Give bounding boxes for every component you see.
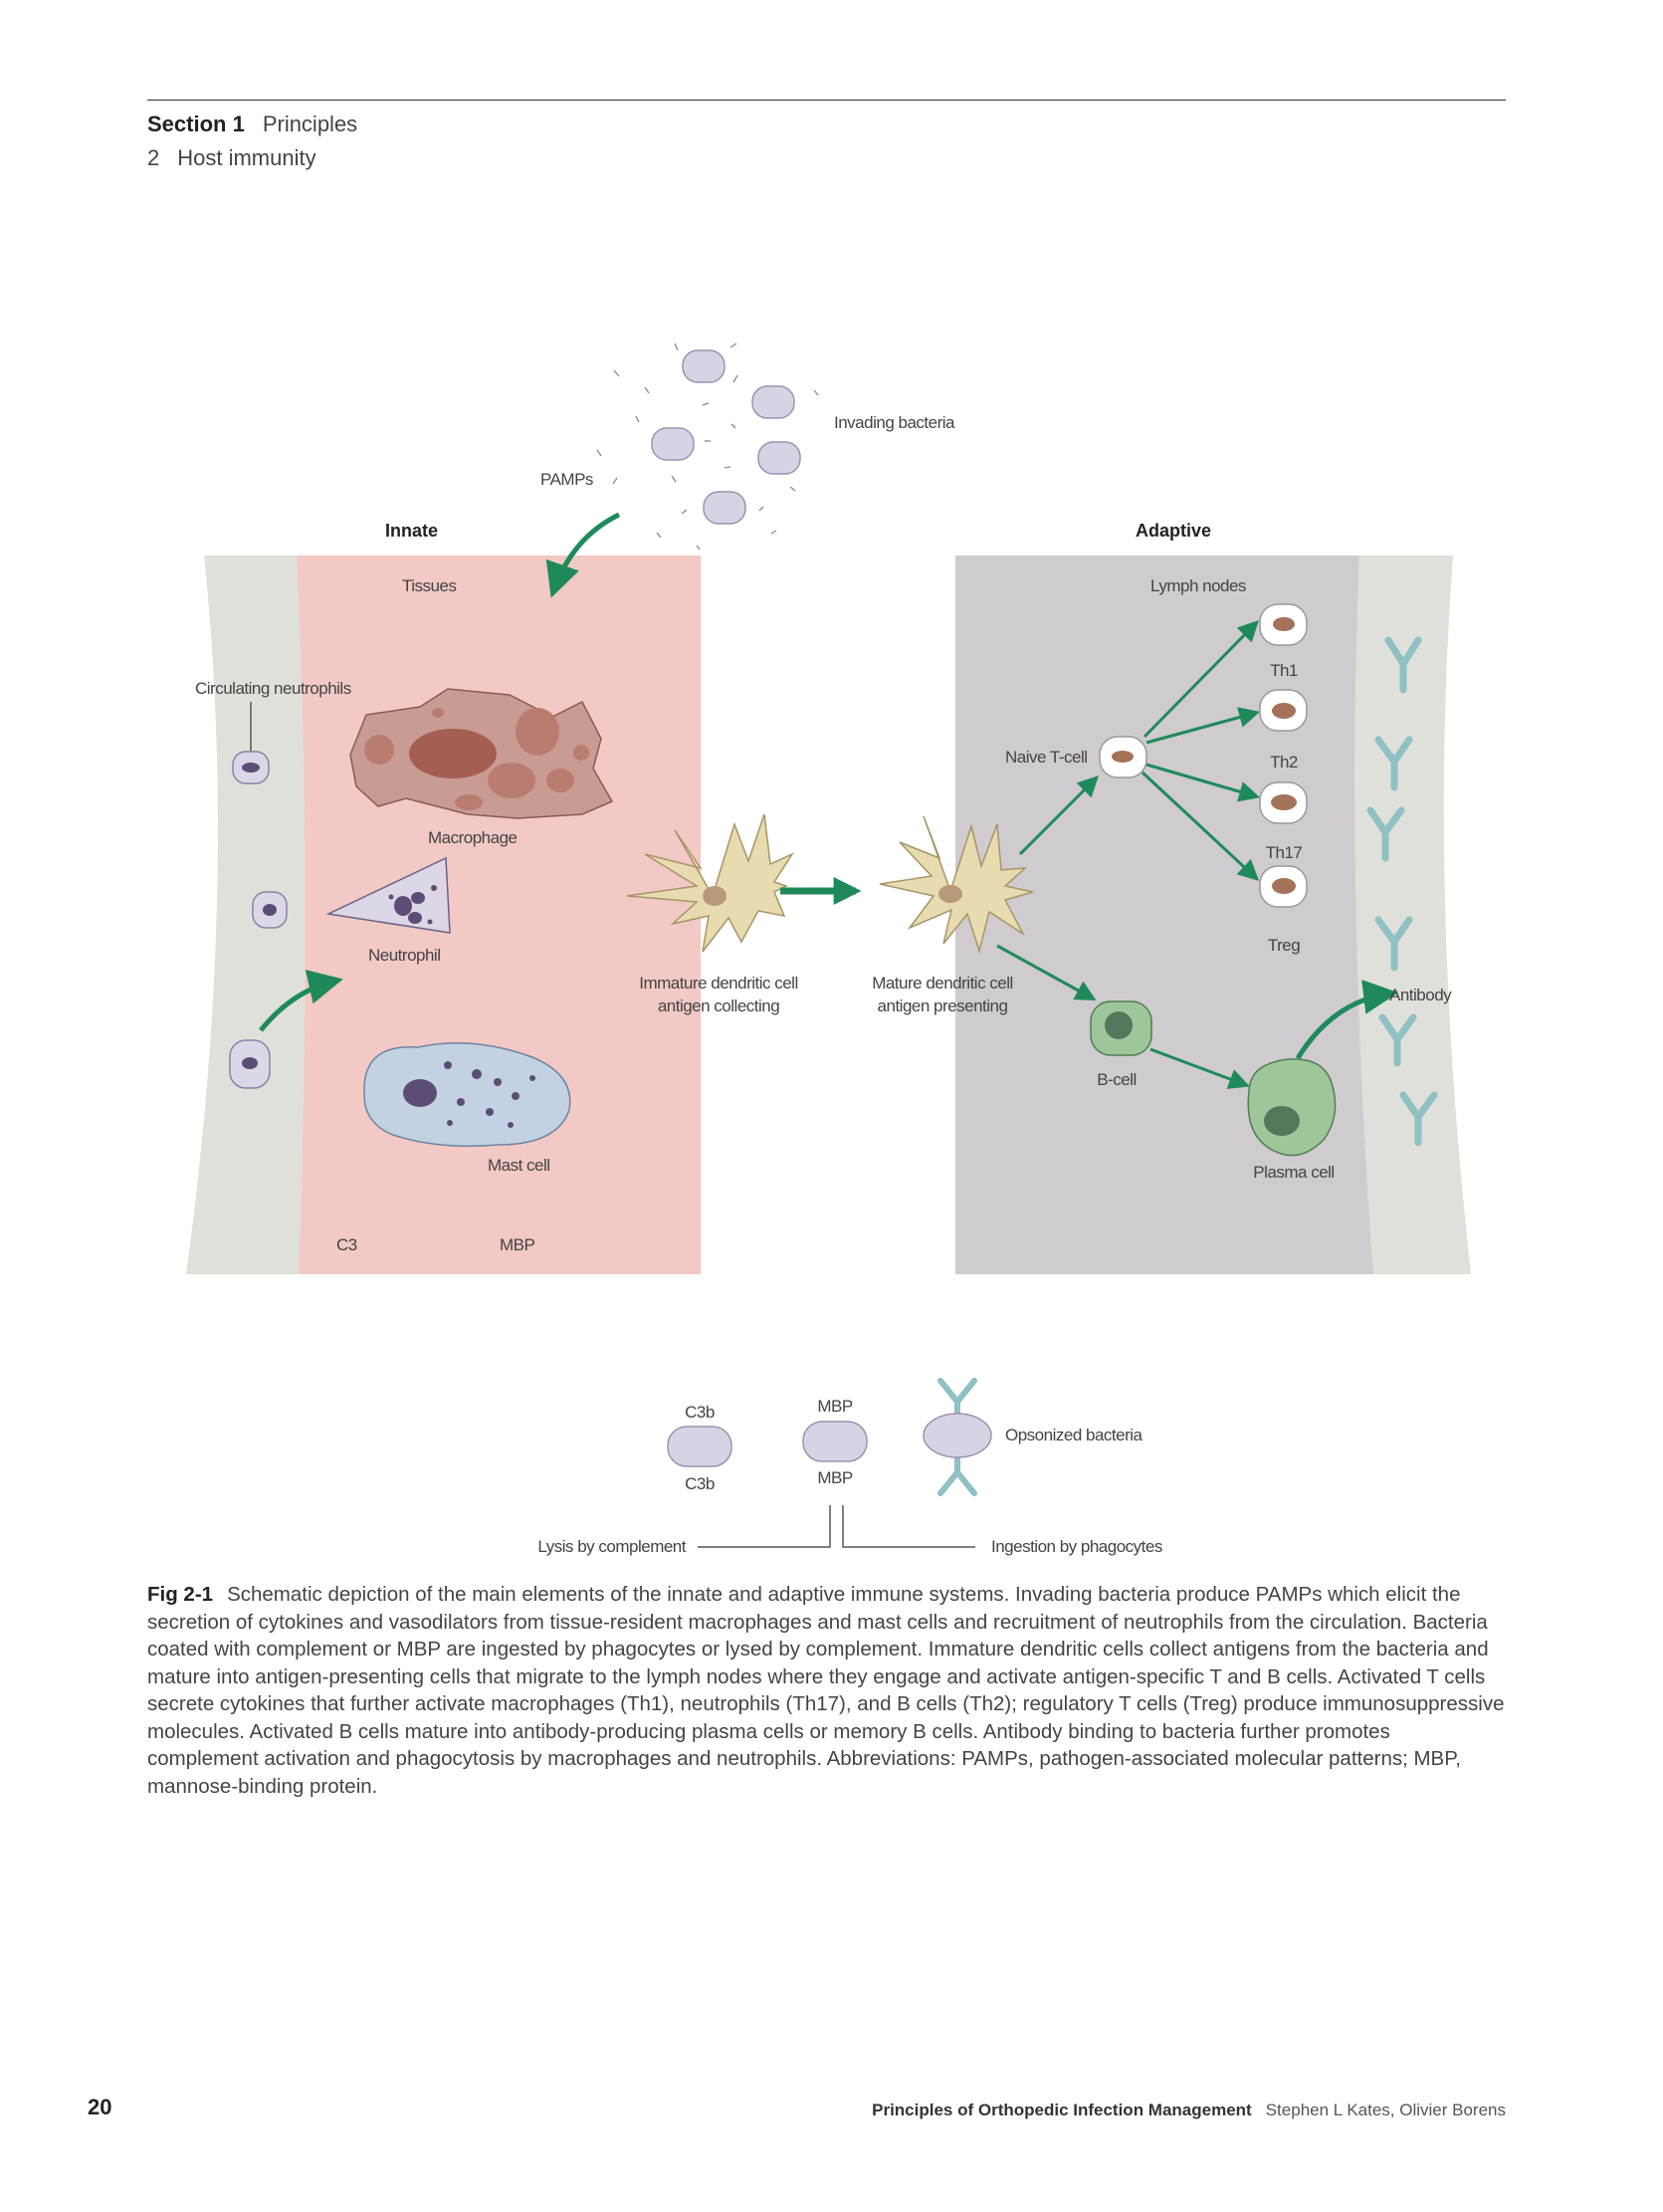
macrophage [349, 688, 614, 819]
tissue-neutrophil [325, 856, 451, 934]
chapter-heading: 2 Host immunity [147, 145, 316, 171]
opsonized-bacterium [923, 1413, 992, 1458]
mbp-label: MBP [500, 1235, 535, 1254]
section-label: Section 1 [147, 111, 245, 136]
ingestion-label: Ingestion by phagocytes [991, 1537, 1162, 1556]
invading-bacteria [596, 342, 819, 551]
opsonization-legend: C3b C3b MBP MBP Opsonized bacteria Lysis… [537, 1378, 1162, 1556]
bacterium [751, 385, 795, 419]
section-title: Principles [262, 111, 358, 136]
antibody-icon [1399, 1091, 1438, 1147]
figure-number: Fig 2-1 [147, 1583, 214, 1606]
mature-dc-label-1: Mature dendritic cell [872, 974, 1013, 993]
book-title: Principles of Orthopedic Infection Manag… [872, 2101, 1252, 2119]
bacterium [703, 491, 746, 525]
th1-cell [1259, 603, 1308, 646]
lysis-connector [698, 1505, 831, 1548]
c3b-bottom-label: C3b [685, 1474, 715, 1493]
immature-dc-label-1: Immature dendritic cell [639, 974, 798, 993]
lysis-label: Lysis by complement [537, 1537, 686, 1556]
caption-text: Schematic depiction of the main elements… [147, 1583, 1505, 1798]
header-rule [147, 100, 1506, 101]
th17-cell [1259, 781, 1308, 824]
adaptive-title: Adaptive [1136, 521, 1211, 541]
th2-cell [1259, 689, 1308, 732]
footer: Principles of Orthopedic Infection Manag… [872, 2101, 1506, 2120]
treg-cell [1259, 865, 1308, 908]
antibody-label: Antibody [1389, 986, 1452, 1004]
mast-cell-label: Mast cell [488, 1156, 550, 1175]
immune-system-figure: Invading bacteria PAMPs Innate Adaptive … [186, 342, 1471, 1556]
section-heading: Section 1 Principles [147, 111, 357, 137]
plasma-cell-label: Plasma cell [1253, 1163, 1334, 1182]
macrophage-label: Macrophage [428, 828, 518, 847]
th17-label: Th17 [1266, 843, 1303, 862]
authors: Stephen L Kates, Olivier Borens [1265, 2101, 1506, 2119]
mbp-top-label: MBP [817, 1397, 853, 1416]
antibody-icon [937, 1452, 977, 1496]
th2-label: Th2 [1270, 753, 1298, 772]
neutrophil-label: Neutrophil [368, 946, 441, 965]
antibodies [1366, 636, 1438, 1147]
antibody-icon [1384, 636, 1422, 694]
neutrophil-recruitment-arrow [259, 970, 343, 1032]
bacterium [757, 441, 801, 475]
page-number: 20 [88, 2095, 112, 2119]
antibody-icon [1374, 736, 1413, 791]
th1-label: Th1 [1270, 661, 1298, 680]
ingestion-connector [842, 1505, 975, 1548]
mast-cell [363, 1042, 571, 1147]
naive-t-cell-label: Naive T-cell [1005, 748, 1088, 767]
blood-vessel-left [186, 555, 306, 1274]
b-cell-label: B-cell [1097, 1070, 1137, 1089]
bacterium [651, 427, 695, 461]
pamp-particles [596, 342, 819, 551]
c3-label: C3 [336, 1235, 357, 1254]
activation-arrows [996, 620, 1398, 1089]
circulating-neutrophil [232, 751, 270, 784]
pamps-label: PAMPs [540, 470, 593, 489]
antibody-icon [1366, 806, 1405, 862]
adaptive-panel [955, 555, 1471, 1274]
c3b-top-label: C3b [685, 1403, 715, 1422]
chapter-number: 2 [147, 145, 160, 170]
chapter-title: Host immunity [177, 145, 316, 170]
innate-title: Innate [385, 521, 438, 541]
mature-dc-label-2: antigen presenting [878, 996, 1008, 1015]
mature-dendritic-cell [879, 815, 1034, 954]
invading-bacteria-label: Invading bacteria [834, 413, 955, 432]
c3b-bacterium [667, 1426, 732, 1467]
b-cell [1090, 1000, 1152, 1056]
tissues-label: Tissues [402, 576, 456, 595]
mbp-bacterium [802, 1421, 868, 1462]
plasma-cell [1247, 1058, 1337, 1157]
pamps-arrow [545, 512, 621, 598]
blood-vessel-right [1354, 555, 1471, 1274]
naive-t-cell [1099, 736, 1147, 778]
bacterium [682, 349, 726, 383]
antibody-icon [1378, 1013, 1417, 1067]
circulating-neutrophil [252, 891, 288, 929]
mbp-bottom-label: MBP [817, 1468, 853, 1487]
opsonized-bacteria-label: Opsonized bacteria [1005, 1426, 1143, 1444]
treg-label: Treg [1268, 936, 1300, 955]
lymph-nodes-label: Lymph nodes [1150, 576, 1246, 595]
antibody-icon [1374, 916, 1413, 972]
immature-dendritic-cell [626, 813, 795, 953]
immature-dc-label-2: antigen collecting [658, 996, 779, 1015]
circulating-neutrophils-label: Circulating neutrophils [195, 679, 351, 698]
circulating-neutrophil [229, 1039, 271, 1089]
